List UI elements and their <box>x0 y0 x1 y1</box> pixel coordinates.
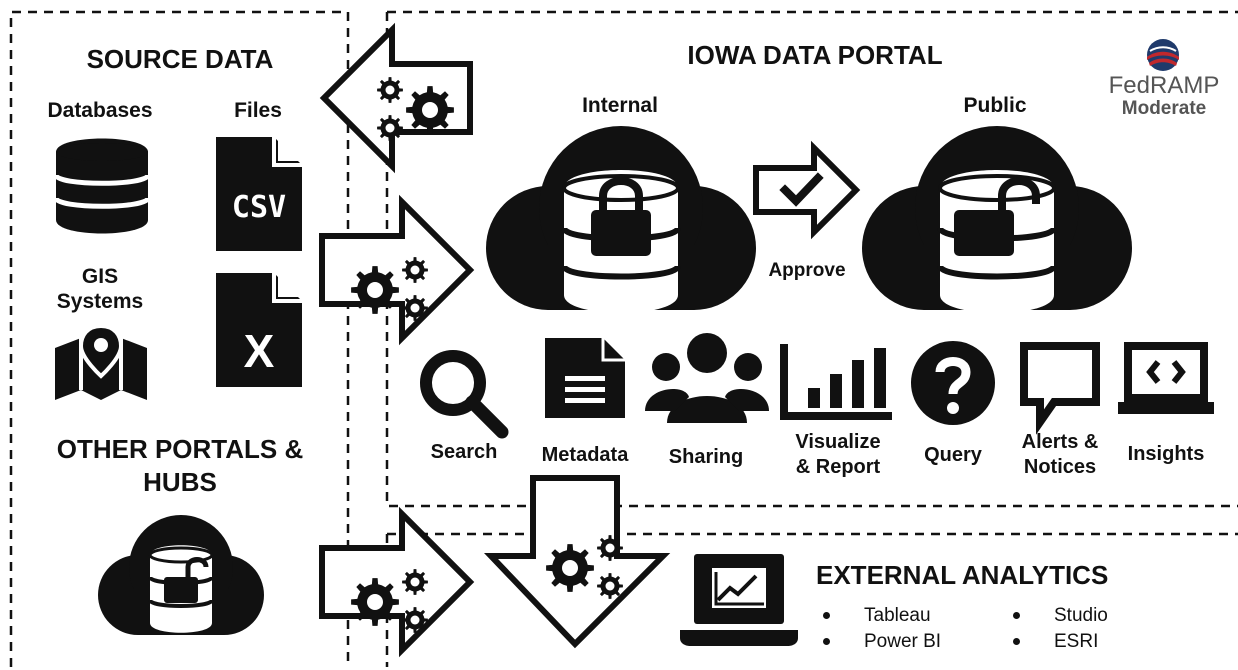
internal-label: Internal <box>582 94 658 117</box>
gis-label-line2: Systems <box>56 290 144 313</box>
excel-file-text: X <box>243 325 275 377</box>
bullet-dot <box>1013 638 1020 645</box>
gears-icon <box>351 257 428 321</box>
gears-icon <box>351 569 428 633</box>
other-portals-cloud-icon <box>98 515 264 635</box>
bullet-dot <box>823 612 830 619</box>
approve-label: Approve <box>768 260 846 281</box>
internal-cloud-lock-icon <box>486 126 756 313</box>
portal-title: IOWA DATA PORTAL <box>687 40 943 70</box>
gear-hole <box>410 265 420 275</box>
people-icon <box>645 333 769 423</box>
document-icon <box>545 338 625 418</box>
search-icon <box>420 350 509 439</box>
source-data-title: SOURCE DATA <box>86 44 274 74</box>
tool-esri: ESRI <box>1054 631 1099 652</box>
feature-label-alerts-line1: Alerts & <box>1021 431 1099 453</box>
gear-hole <box>367 594 383 610</box>
fedramp-name: FedRAMP <box>1108 72 1220 99</box>
fedramp-level: Moderate <box>1121 98 1207 119</box>
gear-hole <box>410 303 420 313</box>
other-portals-title-line2: HUBS <box>143 467 217 497</box>
feature-label-visualize-line1: Visualize <box>795 431 881 453</box>
gear-hole <box>605 543 615 553</box>
csv-file-text: CSV <box>231 190 287 225</box>
other-portals-title-line1: OTHER PORTALS & <box>56 434 304 464</box>
feature-label-alerts-line2: Notices <box>1023 456 1097 478</box>
gear-hole <box>410 577 420 587</box>
source-data-boundary <box>9 10 350 667</box>
bullet-dot <box>1013 612 1020 619</box>
fedramp-globe-icon <box>1147 39 1179 71</box>
approve-arrow <box>753 140 861 240</box>
feature-label-insights: Insights <box>1127 443 1205 465</box>
gears-icon <box>546 535 623 599</box>
databases-label: Databases <box>47 99 153 122</box>
public-label: Public <box>963 94 1027 117</box>
tool-power-bi: Power BI <box>864 631 942 652</box>
checkmark-icon <box>779 172 824 207</box>
tool-studio: Studio <box>1054 605 1108 626</box>
gear-hole <box>562 560 578 576</box>
tool-tableau: Tableau <box>864 605 931 626</box>
gear-hole <box>367 282 383 298</box>
speech-bubble-icon <box>1020 342 1100 435</box>
gears-icon <box>377 77 454 141</box>
gear-hole <box>422 102 438 118</box>
gear-hole <box>605 581 615 591</box>
files-label: Files <box>234 99 282 122</box>
feature-label-sharing: Sharing <box>668 446 744 468</box>
bullet-dot <box>823 638 830 645</box>
feature-label-query: Query <box>924 444 982 466</box>
feature-label-search: Search <box>430 441 498 463</box>
code-laptop-icon <box>1118 342 1214 414</box>
public-cloud-unlock-icon <box>862 126 1132 313</box>
feature-label-visualize-line2: & Report <box>795 456 881 478</box>
gear-hole <box>385 123 395 133</box>
csv-file-icon <box>216 137 302 251</box>
gis-label-line1: GIS <box>81 265 119 288</box>
question-icon <box>911 341 995 425</box>
gear-hole <box>410 615 420 625</box>
external-title: EXTERNAL ANALYTICS <box>816 560 1109 590</box>
bar-chart-icon <box>780 344 892 420</box>
portal-boundary <box>385 10 1238 508</box>
map-pin-icon <box>55 323 147 400</box>
feature-label-metadata: Metadata <box>541 444 629 466</box>
gear-hole <box>385 85 395 95</box>
excel-file-icon <box>216 273 302 387</box>
database-icon <box>53 138 151 234</box>
analytics-laptop-icon <box>680 554 798 646</box>
